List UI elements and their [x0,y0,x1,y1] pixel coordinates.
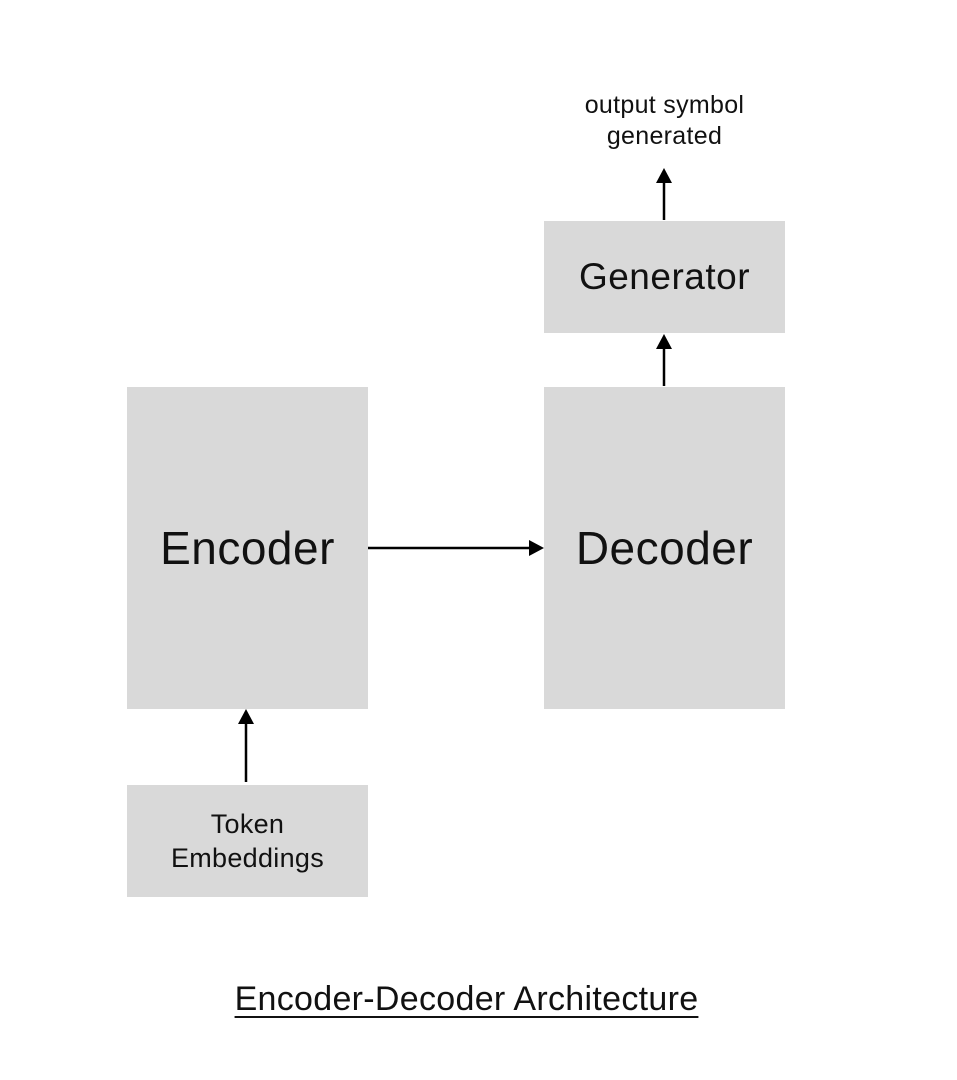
output-line-2: generated [606,122,723,150]
decoder-box: Decoder [544,387,785,709]
output-symbol-label: output symbol generated [544,90,785,152]
arrowhead-encoder-to-decoder [529,540,544,556]
encoder-label: Encoder [160,522,335,574]
diagram-title: Encoder-Decoder Architecture [234,980,699,1018]
output-line-1: output symbol [584,91,745,119]
generator-label: Generator [578,256,751,297]
embeddings-line-1: Token [210,809,285,839]
arrowhead-generator-to-output [656,168,672,183]
arrowhead-decoder-to-generator [656,334,672,349]
token-embeddings-label: Token Embeddings [171,807,324,875]
arrowhead-embeddings-to-encoder [238,709,254,724]
encoder-box: Encoder [127,387,368,709]
decoder-label: Decoder [575,522,754,574]
embeddings-line-2: Embeddings [170,843,325,873]
token-embeddings-box: Token Embeddings [127,785,368,897]
generator-box: Generator [544,221,785,333]
